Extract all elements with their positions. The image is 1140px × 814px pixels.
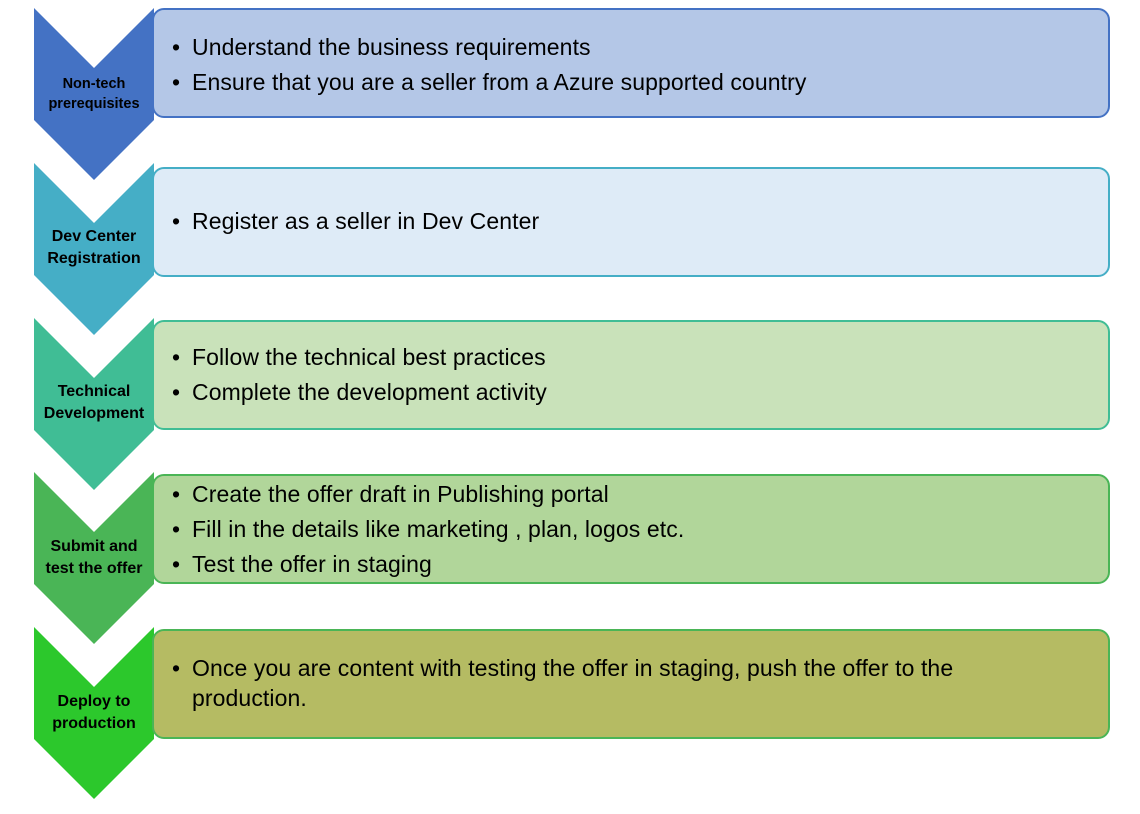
chevron-label: Submit and test the offer: [45, 538, 143, 577]
bullet-item: Fill in the details like marketing , pla…: [172, 514, 1068, 544]
step-box: Register as a seller in Dev Center: [152, 167, 1110, 277]
chevron-label: Dev Center Registration: [47, 228, 141, 267]
chevron-label: Technical Development: [43, 383, 145, 422]
chevron-label: Non-tech prerequisites: [48, 76, 140, 112]
bullet-list: Register as a seller in Dev Center: [172, 206, 1068, 241]
bullet-list: Once you are content with testing the of…: [172, 653, 1068, 718]
step-box: Understand the business requirements Ens…: [152, 8, 1110, 118]
bullet-item: Create the offer draft in Publishing por…: [172, 479, 1068, 509]
bullet-item: Register as a seller in Dev Center: [172, 206, 1068, 236]
bullet-list: Follow the technical best practices Comp…: [172, 342, 1068, 412]
step-box: Follow the technical best practices Comp…: [152, 320, 1110, 430]
chevron-shape: Deploy to production: [34, 627, 154, 799]
step-deploy-to-production: Deploy to production Once you are conten…: [0, 627, 1140, 799]
step-technical-development: Technical Development Follow the technic…: [0, 318, 1140, 490]
chevron-polygon: [34, 318, 154, 490]
bullet-item: Understand the business requirements: [172, 32, 1068, 62]
step-box: Create the offer draft in Publishing por…: [152, 474, 1110, 584]
bullet-list: Create the offer draft in Publishing por…: [172, 479, 1068, 584]
chevron-shape: Submit and test the offer: [34, 472, 154, 644]
bullet-item: Once you are content with testing the of…: [172, 653, 1068, 713]
bullet-list: Understand the business requirements Ens…: [172, 32, 1068, 102]
bullet-item: Follow the technical best practices: [172, 342, 1068, 372]
chevron-polygon: [34, 627, 154, 799]
bullet-item: Test the offer in staging: [172, 549, 1068, 579]
step-non-tech-prerequisites: Non-tech prerequisites Understand the bu…: [0, 8, 1140, 180]
chevron-label: Deploy to production: [52, 693, 136, 732]
step-submit-and-test: Submit and test the offer Create the off…: [0, 472, 1140, 644]
bullet-item: Ensure that you are a seller from a Azur…: [172, 67, 1068, 97]
step-box: Once you are content with testing the of…: [152, 629, 1110, 739]
chevron-shape: Non-tech prerequisites: [34, 8, 154, 180]
chevron-shape: Dev Center Registration: [34, 163, 154, 335]
chevron-polygon: [34, 472, 154, 644]
chevron-polygon: [34, 8, 154, 180]
chevron-shape: Technical Development: [34, 318, 154, 490]
bullet-item: Complete the development activity: [172, 377, 1068, 407]
chevron-polygon: [34, 163, 154, 335]
step-dev-center-registration: Dev Center Registration Register as a se…: [0, 163, 1140, 335]
